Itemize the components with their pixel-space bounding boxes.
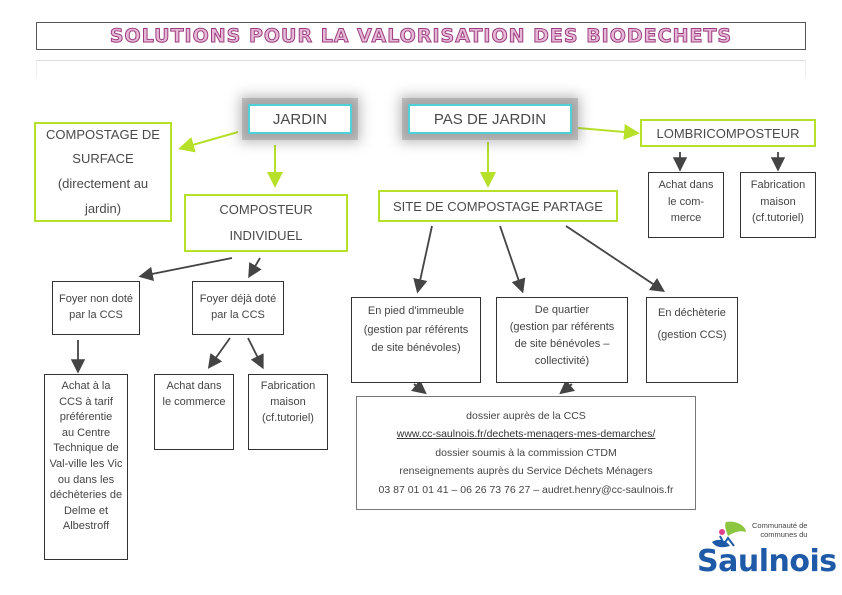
arrow-comp-dejadote: [248, 257, 262, 279]
site-partage-label: SITE DE COMPOSTAGE PARTAGE: [393, 198, 603, 214]
logo-name: Saulnois: [697, 544, 837, 579]
node-site-compostage-partage: SITE DE COMPOSTAGE PARTAGE: [378, 190, 618, 222]
arrow-pied-info: [411, 379, 427, 395]
info-box: dossier auprès de la CCS www.cc-saulnois…: [356, 396, 696, 510]
achat-tarif-line-9: Delme et: [63, 504, 109, 517]
achat-tarif-line-5: Technique de: [53, 442, 119, 455]
fabrication-maison-line-1: Fabrication: [260, 380, 316, 392]
info-line-4: 03 87 01 01 41 – 06 26 73 76 27 – audret…: [378, 483, 674, 496]
achat-commerce-line-2: le commerce: [162, 395, 226, 408]
achat-tarif-line-3: préférentie: [59, 411, 113, 424]
info-line-3: renseignements auprès du Service Déchets…: [399, 465, 653, 478]
logo-community-line-2: communes du: [760, 529, 808, 539]
composteur-line-2: INDIVIDUEL: [229, 228, 303, 243]
arrow-dejadote-commerce: [207, 337, 231, 369]
achat-tarif-line-4: au Centre: [61, 426, 111, 439]
info-link[interactable]: www.cc-saulnois.fr/dechets-menagers-mes-…: [396, 428, 656, 441]
node-pied-immeuble: En pied d'immeuble (gestion par référent…: [351, 297, 481, 383]
pied-immeuble-line-1: En pied d'immeuble: [367, 305, 465, 317]
achat-tarif-line-10: Albestroff: [62, 520, 110, 533]
foyer-deja-dote-line-2: par la CCS: [211, 309, 265, 321]
info-line-2: dossier soumis à la commission CTDM: [435, 446, 617, 459]
arrow-pas-lombri: [577, 123, 640, 140]
composteur-line-1: COMPOSTEUR: [219, 202, 313, 217]
arrow-quartier-info: [559, 379, 575, 395]
compostage-surface-line-3: (directement au: [57, 176, 149, 191]
pas-de-jardin-label: PAS DE JARDIN: [433, 110, 547, 128]
lombri-fabrication-line-3: (cf.tutoriel): [752, 212, 804, 224]
achat-commerce-line-1: Achat dans: [166, 380, 222, 392]
de-quartier-line-4: collectivité): [534, 355, 590, 368]
arrow-site-decheterie: [565, 225, 665, 292]
de-quartier-line-3: de site bénévoles –: [514, 338, 610, 351]
achat-tarif-line-6: Val-ville les Vic: [49, 458, 123, 471]
compostage-surface-line-4: jardin): [84, 200, 122, 216]
de-quartier-line-1: De quartier: [534, 304, 590, 316]
title-underline: [36, 60, 806, 78]
de-quartier-line-2: (gestion par référents: [509, 321, 615, 334]
fabrication-maison-line-3: (cf.tutoriel): [262, 411, 314, 424]
foyer-non-dote-line-1: Foyer non doté: [59, 293, 133, 306]
node-foyer-non-dote: Foyer non doté par la CCS: [52, 281, 140, 335]
logo-emblem-icon: [712, 521, 746, 548]
node-achat-tarif-preferentiel: Achat à la CCS à tarif préférentie au Ce…: [44, 374, 128, 560]
lombri-fabrication-line-1: Fabrication: [750, 179, 806, 191]
node-compostage-surface: COMPOSTAGE DE SURFACE (directement au ja…: [34, 122, 172, 222]
node-fabrication-maison: Fabrication maison (cf.tutoriel): [248, 374, 328, 450]
en-decheterie-line-2: (gestion CCS): [657, 329, 727, 341]
en-decheterie-line-1: En déchèterie: [658, 307, 726, 319]
title-bar: SOLUTIONS POUR LA VALORISATION DES BIODE…: [36, 22, 806, 50]
info-line-1: dossier auprès de la CCS: [466, 410, 586, 423]
foyer-non-dote-line-2: par la CCS: [69, 309, 123, 321]
achat-tarif-line-1: Achat à la: [61, 380, 111, 392]
achat-tarif-line-7: ou dans les: [57, 473, 115, 486]
lombri-achat-line-1: Achat dans: [658, 179, 714, 191]
logo-community-line-1: Communauté de: [752, 521, 808, 530]
node-de-quartier: De quartier (gestion par référents de si…: [496, 297, 628, 383]
node-en-decheterie: En déchèterie (gestion CCS): [646, 297, 738, 383]
lombri-fabrication-line-2: maison: [760, 195, 796, 208]
page-title: SOLUTIONS POUR LA VALORISATION DES BIODE…: [109, 25, 733, 48]
node-foyer-deja-dote: Foyer déjà doté par la CCS: [192, 281, 284, 335]
node-composteur-individuel: COMPOSTEUR INDIVIDUEL: [184, 194, 348, 252]
node-pas-de-jardin: PAS DE JARDIN: [408, 104, 572, 134]
logo-community-label: Communauté de communes du: [752, 521, 808, 539]
compostage-surface-line-1: COMPOSTAGE DE: [46, 126, 160, 142]
fabrication-maison-line-2: maison: [270, 395, 306, 408]
arrow-jardin-surface: [178, 131, 239, 153]
foyer-deja-dote-line-1: Foyer déjà doté: [199, 293, 277, 306]
pied-immeuble-line-3: de site bénévoles): [371, 342, 461, 355]
compostage-surface-line-2: SURFACE: [72, 151, 134, 167]
arrow-site-pied: [413, 225, 433, 294]
pied-immeuble-line-2: (gestion par référents: [363, 323, 469, 336]
node-jardin: JARDIN: [248, 104, 352, 134]
lombri-achat-line-2: le com-: [667, 195, 705, 208]
lombricomposteur-label: LOMBRICOMPOSTEUR: [656, 125, 800, 141]
node-lombri-achat: Achat dans le com- merce: [648, 172, 724, 238]
achat-tarif-line-8: déchèteries de: [49, 489, 123, 502]
achat-tarif-line-2: CCS à tarif: [59, 395, 113, 408]
node-lombricomposteur: LOMBRICOMPOSTEUR: [640, 119, 816, 147]
node-lombri-fabrication: Fabrication maison (cf.tutoriel): [740, 172, 816, 238]
arrow-site-quartier: [499, 225, 526, 294]
arrow-dejadote-fabrication: [247, 337, 264, 370]
arrow-comp-nondote: [138, 257, 233, 281]
node-achat-commerce: Achat dans le commerce: [154, 374, 234, 450]
lombri-achat-line-3: merce: [670, 212, 702, 224]
jardin-label: JARDIN: [272, 110, 328, 128]
